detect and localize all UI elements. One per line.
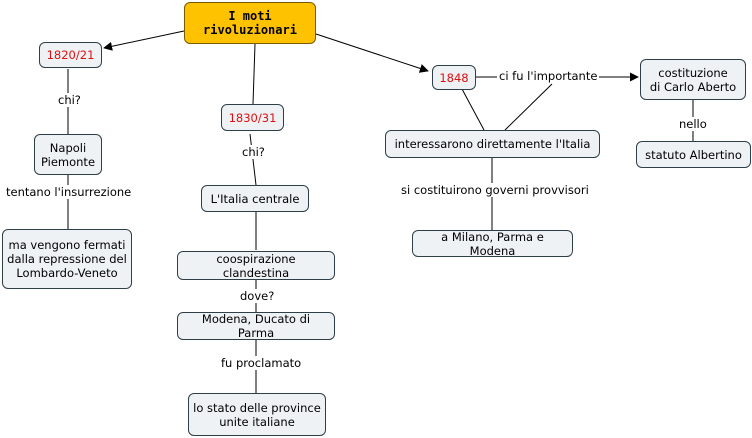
node-1848: 1848 [432,65,476,90]
node-milano: a Milano, Parma e Modena [412,230,573,258]
node-napoli-piemonte: Napoli Piemonte [34,134,102,175]
node-statuto: statuto Albertino [636,141,751,168]
node-title: I moti rivoluzionari [184,2,316,44]
node-italia-centrale: L'Italia centrale [201,185,309,212]
node-stato: lo stato delle province unite italiane [188,393,326,436]
node-modena: Modena, Ducato di Parma [177,312,335,340]
node-costituzione: costituzione di Carlo Aberto [640,59,746,100]
label-chi-1830: chi? [240,145,267,159]
node-1820: 1820/21 [39,42,102,68]
label-chi-1820: chi? [56,93,83,107]
label-tentano: tentano l'insurrezione [4,185,134,199]
node-1830: 1830/31 [221,104,284,131]
label-proclamato: fu proclamato [219,356,304,370]
label-importante: ci fu l'importante [497,69,600,83]
label-nello: nello [677,117,709,131]
label-governi: si costituirono governi provvisori [399,183,591,197]
node-fermati: ma vengono fermati dalla repressione del… [2,229,132,289]
label-dove: dove? [238,289,277,303]
node-interessarono: interessarono direttamente l'Italia [385,130,600,158]
node-cospirazione: coospirazione clandestina [177,251,335,280]
